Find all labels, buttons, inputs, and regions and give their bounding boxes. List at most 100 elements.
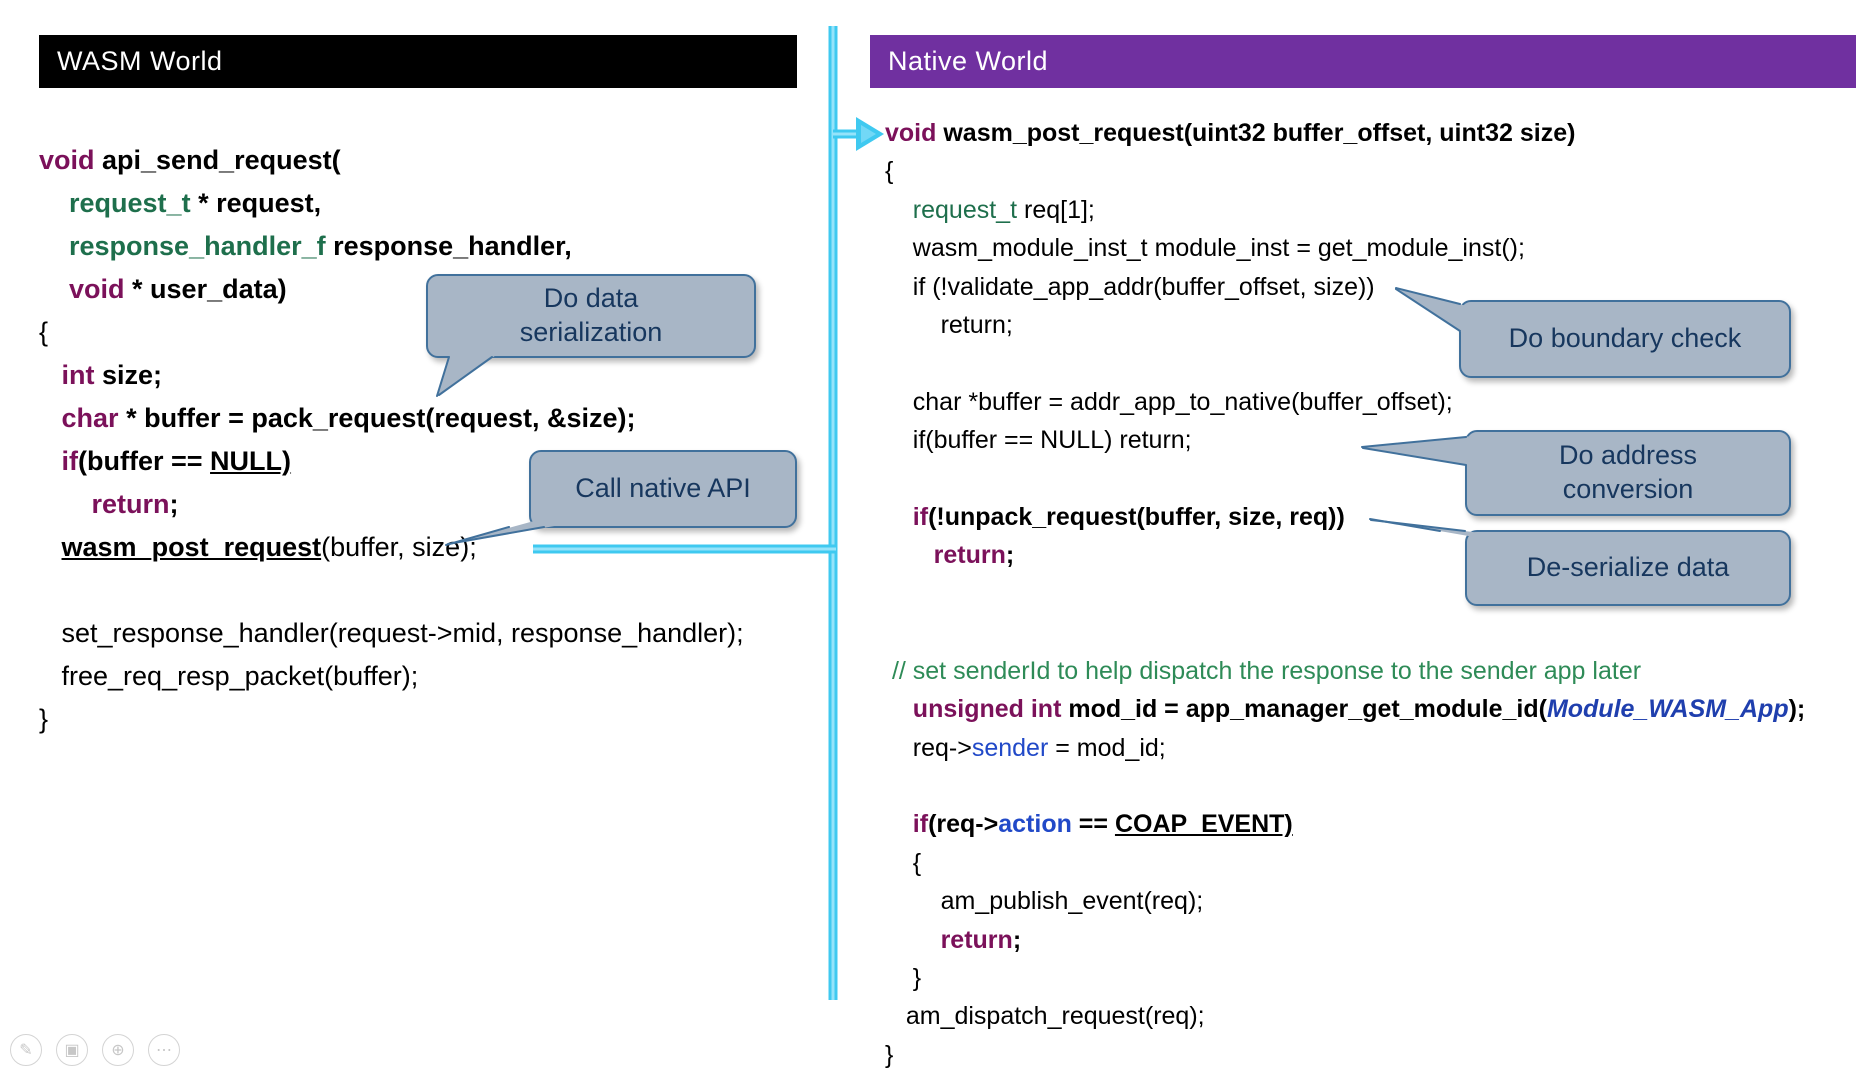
code-segment: request_t xyxy=(69,188,199,218)
native-world-header-label: Native World xyxy=(888,46,1049,76)
code-line: if(!unpack_request(buffer, size, req)) xyxy=(885,498,1805,536)
callout-de-serialize-data: De-serialize data xyxy=(1465,530,1791,606)
code-segment: api_send_request( xyxy=(102,145,341,175)
code-line: req->sender = mod_id; xyxy=(885,729,1805,767)
code-line: void api_send_request( xyxy=(39,139,744,182)
code-segment: COAP_EVENT) xyxy=(1114,810,1293,839)
code-line: return; xyxy=(885,536,1805,574)
code-line xyxy=(39,569,744,612)
code-segment: if xyxy=(912,810,929,839)
code-segment: am_publish_event(req); xyxy=(885,887,1204,916)
code-segment: set_response_handler(request->mid, respo… xyxy=(39,618,744,648)
code-segment xyxy=(39,446,62,476)
code-line: return; xyxy=(885,921,1805,959)
code-line xyxy=(885,613,1805,651)
code-segment: * request, xyxy=(198,188,322,218)
code-segment: (buffer == xyxy=(78,446,211,476)
code-segment xyxy=(885,810,913,838)
code-line: wasm_module_inst_t module_inst = get_mod… xyxy=(885,229,1805,267)
code-segment: } xyxy=(39,704,49,734)
code-segment xyxy=(39,274,69,304)
callout-call-native-api: Call native API xyxy=(529,450,797,528)
code-line: request_t * request, xyxy=(39,182,744,225)
code-segment: mod_id = app_manager_get_module_id( xyxy=(1068,695,1547,724)
code-line: if(buffer == NULL) return; xyxy=(885,421,1805,459)
code-line: { xyxy=(885,152,1805,190)
code-segment: if (!validate_app_addr(buffer_offset, si… xyxy=(885,272,1375,301)
code-line: { xyxy=(39,311,744,354)
code-segment: char *buffer = addr_app_to_native(buffer… xyxy=(885,387,1453,416)
code-segment: return xyxy=(933,541,1006,570)
wasm-world-code-block: void api_send_request( request_t * reque… xyxy=(39,139,744,741)
code-segment: int xyxy=(61,360,103,390)
code-line: return; xyxy=(885,306,1805,344)
code-segment: request_t xyxy=(912,195,1018,224)
code-line: if(buffer == NULL) xyxy=(39,440,744,483)
code-line xyxy=(885,767,1805,805)
code-segment: req[1]; xyxy=(1017,195,1095,224)
code-segment: if xyxy=(61,446,79,476)
code-segment: response_handler_f xyxy=(69,231,334,261)
code-segment: (req-> xyxy=(928,810,999,839)
code-line: void * user_data) xyxy=(39,268,744,311)
code-line: { xyxy=(885,844,1805,882)
code-segment: * user_data) xyxy=(132,274,287,304)
callout-call-native-api-label: Call native API xyxy=(575,473,751,504)
code-segment: size; xyxy=(102,360,163,390)
callout-do-address-conversion: Do address conversion xyxy=(1465,430,1791,516)
code-segment: NULL) xyxy=(210,446,292,476)
slides-overview-icon[interactable]: ▣ xyxy=(56,1034,88,1066)
code-line: void wasm_post_request(uint32 buffer_off… xyxy=(885,114,1805,152)
code-segment: ; xyxy=(1005,541,1015,570)
code-line: wasm_post_request(buffer, size); xyxy=(39,526,744,569)
code-segment xyxy=(885,503,913,531)
code-segment: ); xyxy=(1788,695,1806,724)
code-segment xyxy=(39,532,62,562)
code-segment: { xyxy=(39,317,49,347)
callout-do-data-serialization-label: Do data serialization xyxy=(519,283,663,347)
code-line: } xyxy=(885,959,1805,997)
code-segment: return xyxy=(940,925,1013,954)
code-segment: (buffer, size); xyxy=(321,532,477,562)
callout-de-serialize-data-label: De-serialize data xyxy=(1526,552,1730,583)
code-line: } xyxy=(39,698,744,741)
pen-icon[interactable]: ✎ xyxy=(10,1034,42,1066)
code-segment xyxy=(885,695,913,723)
zoom-icon[interactable]: ⊕ xyxy=(102,1034,134,1066)
code-line: int size; xyxy=(39,354,744,397)
wasm-world-header-label: WASM World xyxy=(57,46,223,76)
code-segment xyxy=(39,188,69,218)
code-segment: am_dispatch_request(req); xyxy=(885,1002,1205,1031)
callout-do-boundary-check: Do boundary check xyxy=(1459,300,1791,378)
code-line: char * buffer = pack_request(request, &s… xyxy=(39,397,744,440)
code-segment: wasm_post_request(uint32 buffer_offset, … xyxy=(943,119,1576,147)
code-segment: (!unpack_request(buffer, size, req)) xyxy=(928,503,1345,532)
code-segment: * buffer = pack_request(request, &size); xyxy=(126,403,636,433)
code-segment: unsigned int xyxy=(912,695,1069,724)
arrowhead-icon xyxy=(856,117,884,151)
code-segment xyxy=(39,231,69,261)
native-world-header: Native World xyxy=(870,35,1856,88)
code-segment: // set senderId to help dispatch the res… xyxy=(885,656,1642,685)
code-segment xyxy=(885,196,913,224)
code-line: if (!validate_app_addr(buffer_offset, si… xyxy=(885,268,1805,306)
code-segment: char xyxy=(61,403,127,433)
code-segment: if xyxy=(912,503,929,532)
code-segment xyxy=(885,926,941,954)
code-segment: ; xyxy=(1012,925,1022,954)
wasm-world-header: WASM World xyxy=(39,35,797,88)
more-options-icon[interactable]: ⋯ xyxy=(148,1034,180,1066)
code-segment: free_req_resp_packet(buffer); xyxy=(39,661,419,691)
code-segment: wasm_post_request xyxy=(61,532,322,562)
code-segment xyxy=(39,403,62,433)
callout-do-data-serialization: Do data serialization xyxy=(426,274,756,358)
code-line: free_req_resp_packet(buffer); xyxy=(39,655,744,698)
code-segment: ; xyxy=(169,489,179,519)
code-segment: void xyxy=(885,119,944,147)
code-line: } xyxy=(885,1036,1805,1074)
code-line: request_t req[1]; xyxy=(885,191,1805,229)
code-segment: == xyxy=(1071,810,1115,839)
code-line: unsigned int mod_id = app_manager_get_mo… xyxy=(885,690,1805,728)
code-line: char *buffer = addr_app_to_native(buffer… xyxy=(885,383,1805,421)
